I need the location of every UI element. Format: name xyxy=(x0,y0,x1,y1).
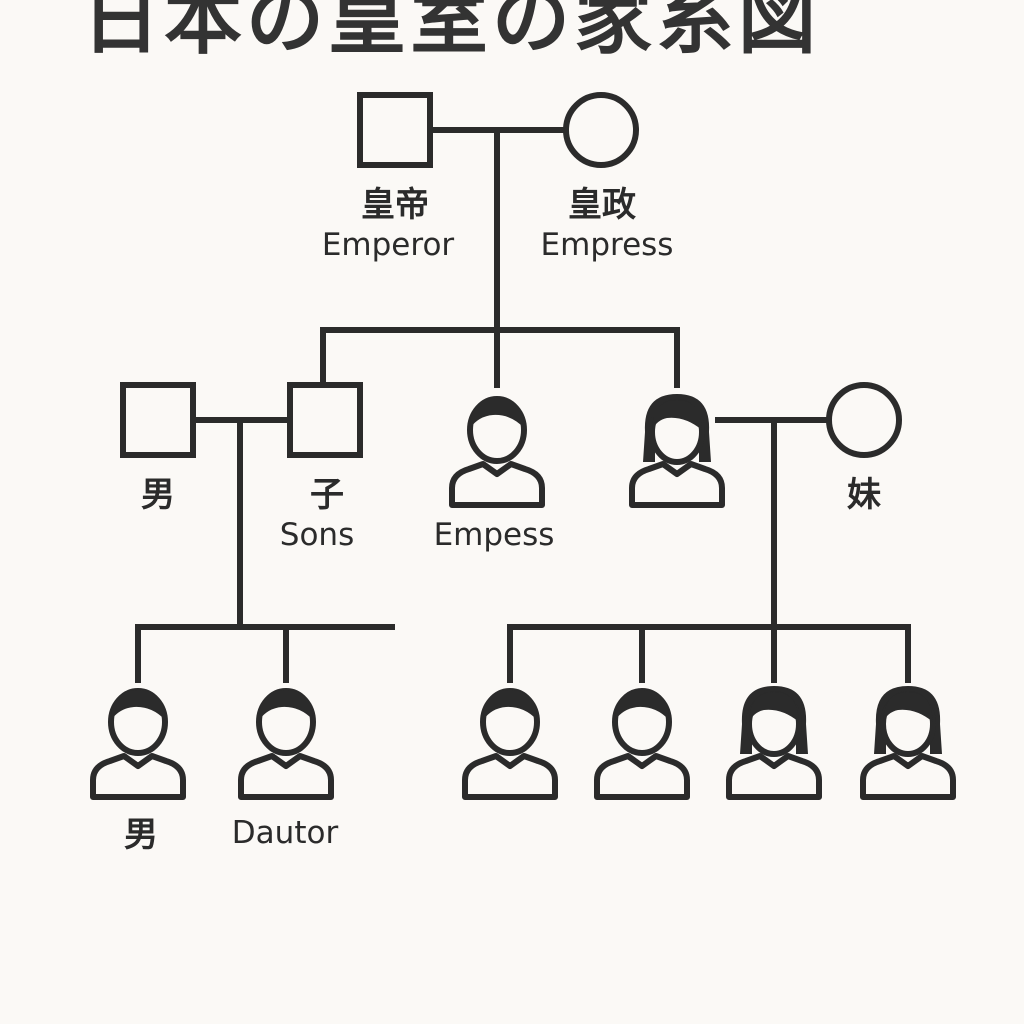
left-male-label: 男 xyxy=(141,475,175,515)
left-male-node xyxy=(120,382,196,458)
empress-node xyxy=(563,92,639,168)
grandchild-2-label: Dautor xyxy=(231,815,339,851)
emperor-label-jp: 皇帝 xyxy=(361,185,429,225)
son-label-en: Sons xyxy=(279,517,355,553)
son-label-jp: 子 xyxy=(310,475,344,515)
right-spouse-node xyxy=(826,382,902,458)
grandchild-1-label: 男 xyxy=(124,815,158,855)
connector-lines xyxy=(135,127,911,683)
emperor-label-en: Emperor xyxy=(321,227,455,263)
son-node xyxy=(287,382,363,458)
right-daughter-person-icon xyxy=(632,394,722,505)
grandchild-1-person-icon xyxy=(93,690,183,797)
emperor-node xyxy=(357,92,433,168)
right-spouse-label: 妹 xyxy=(847,475,881,515)
middle-child-label: Empess xyxy=(433,517,555,553)
page-title: 日本の皇室の家系図 xyxy=(82,0,821,65)
grandchild-6-person-icon xyxy=(863,686,953,797)
grandchild-3-person-icon xyxy=(465,690,555,797)
middle-child-person-icon xyxy=(452,398,542,505)
grandchild-5-person-icon xyxy=(729,686,819,797)
grandchild-2-person-icon xyxy=(241,690,331,797)
grandchild-4-person-icon xyxy=(597,690,687,797)
empress-label-jp: 皇政 xyxy=(568,185,636,225)
empress-label-en: Empress xyxy=(540,227,674,263)
